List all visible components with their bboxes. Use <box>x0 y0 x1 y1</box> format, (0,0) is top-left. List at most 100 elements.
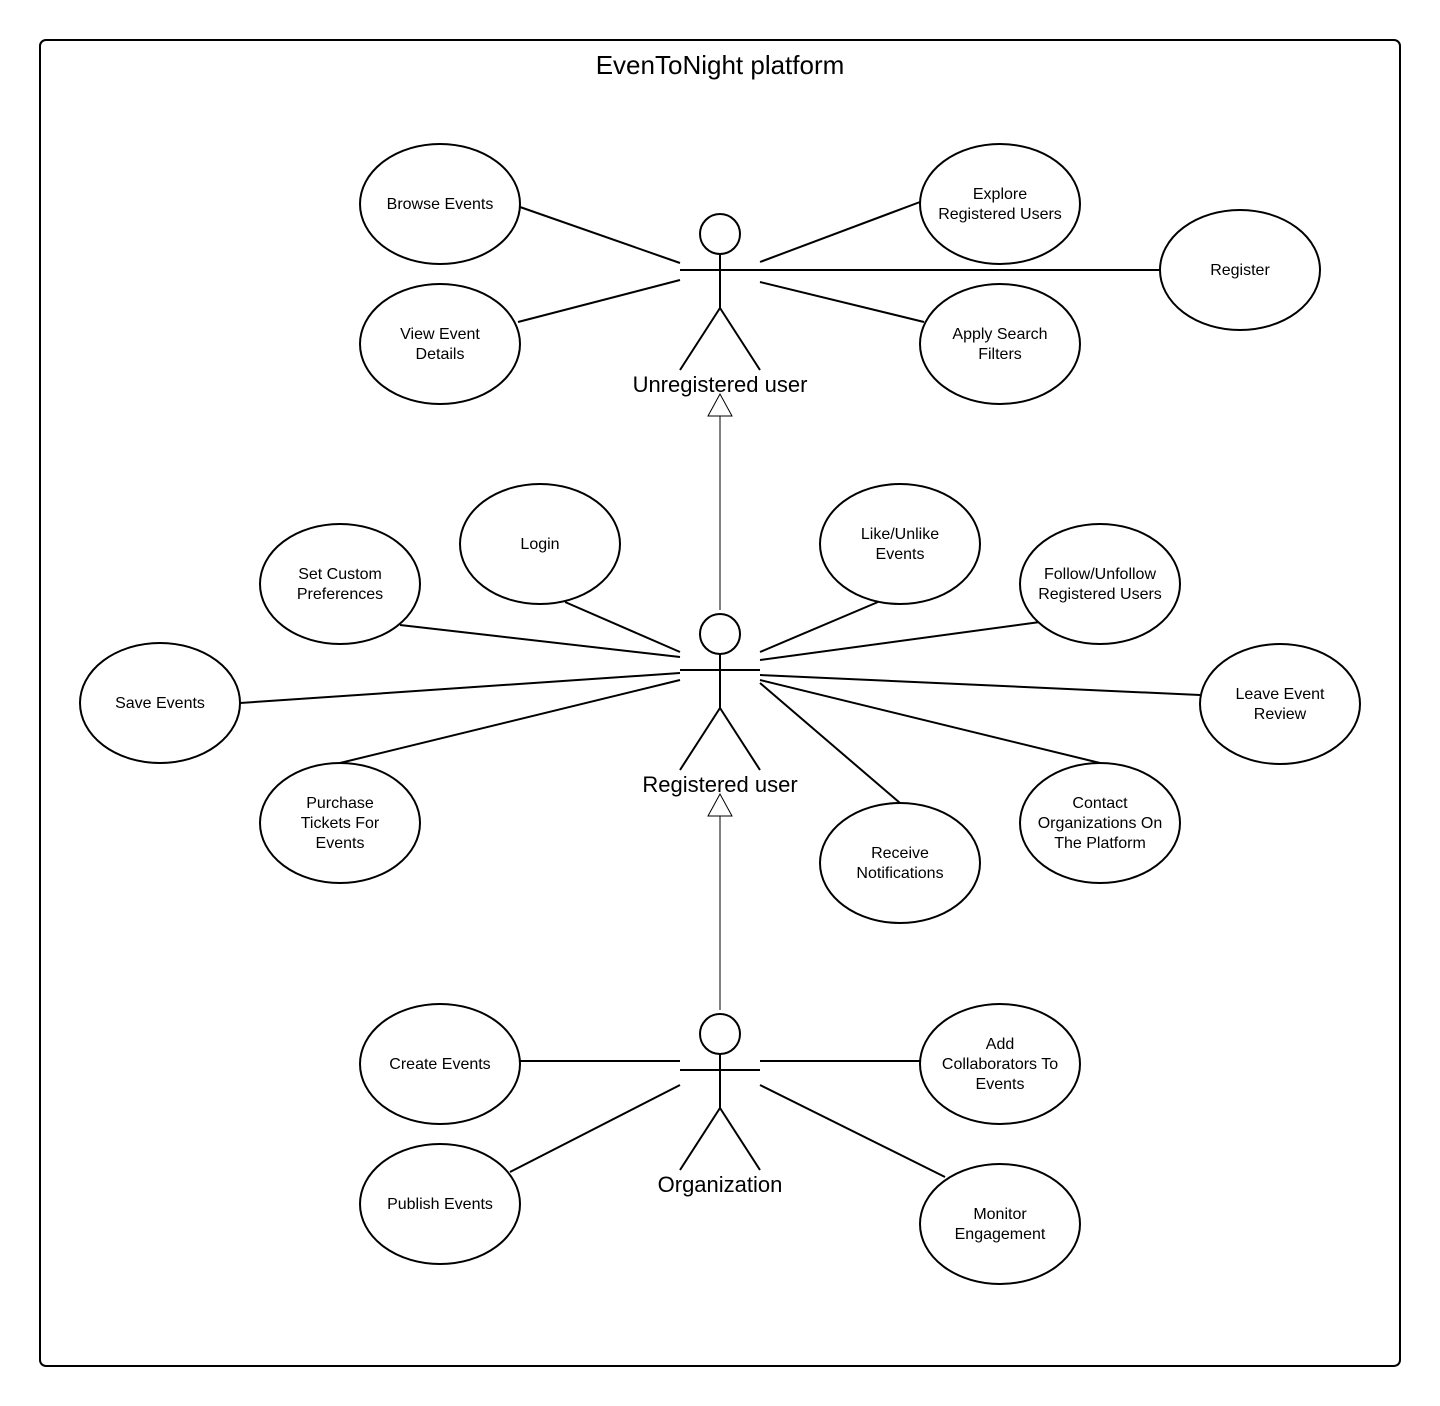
system-title: EvenToNight platform <box>596 50 845 80</box>
use-case-label: Events <box>876 546 925 563</box>
use-case-register: Register <box>1159 209 1321 331</box>
use-case-label: Preferences <box>297 586 383 603</box>
actor-label: Unregistered user <box>633 372 808 397</box>
association-contact-organizations <box>759 679 1101 764</box>
use-case-label: Receive <box>871 845 929 862</box>
actor-right-leg <box>719 707 761 771</box>
actor-organization: Organization <box>658 1013 783 1197</box>
use-case-ellipse <box>259 762 421 884</box>
use-case-label: Collaborators To <box>942 1056 1058 1073</box>
use-case-ellipse <box>919 143 1081 265</box>
association-login <box>564 601 681 653</box>
actor-left-leg <box>679 707 721 771</box>
actor-label: Organization <box>658 1172 783 1197</box>
use-case-label: The Platform <box>1054 835 1146 852</box>
use-case-label: Tickets For <box>301 815 380 832</box>
association-set-custom-preferences <box>399 624 681 658</box>
use-case-label: Login <box>520 536 559 553</box>
use-case-label: Save Events <box>115 695 205 712</box>
actor-left-leg <box>679 307 721 371</box>
use-case-label: Notifications <box>856 865 943 882</box>
use-case-label: Engagement <box>955 1226 1046 1243</box>
system-boundary <box>39 39 1401 1367</box>
generalization-arrowhead-registered-to-unregistered <box>707 392 733 417</box>
use-case-label: Explore <box>973 186 1027 203</box>
actor-right-leg <box>719 1107 761 1171</box>
use-case-ellipse <box>1159 209 1321 331</box>
actor-label: Registered user <box>642 772 797 797</box>
use-case-label: Leave Event <box>1236 686 1326 703</box>
use-case-ellipse <box>919 1003 1081 1125</box>
actor-head <box>699 1013 741 1055</box>
use-case-ellipse <box>359 1003 521 1125</box>
actor-left-leg <box>679 1107 721 1171</box>
use-case-label: Filters <box>978 346 1022 363</box>
use-case-ellipse <box>919 1163 1081 1285</box>
use-case-label: Contact <box>1072 795 1128 812</box>
use-case-label: Register <box>1210 262 1270 279</box>
actor-right-leg <box>719 307 761 371</box>
use-case-label: Apply Search <box>952 326 1047 343</box>
use-case-ellipse <box>1019 762 1181 884</box>
association-view-event-details <box>517 279 681 323</box>
actor-unregistered: Unregistered user <box>633 213 808 397</box>
association-monitor-engagement <box>759 1084 946 1178</box>
actor-registered: Registered user <box>642 613 798 797</box>
use-case-ellipse <box>359 143 521 265</box>
use-case-label: Organizations On <box>1038 815 1163 832</box>
use-case-label: Purchase <box>306 795 374 812</box>
use-case-label: View Event <box>400 326 480 343</box>
actor-head <box>699 213 741 255</box>
association-explore-registered-users <box>759 201 921 263</box>
generalization-arrowhead-organization-to-registered <box>707 792 733 817</box>
use-case-label: Follow/Unfollow <box>1044 566 1156 583</box>
use-case-ellipse <box>819 802 981 924</box>
use-case-label: Events <box>976 1076 1025 1093</box>
association-receive-notifications <box>759 682 901 804</box>
association-like-unlike-events <box>759 601 879 653</box>
use-case-ellipse <box>1019 523 1181 645</box>
use-case-publish-events: Publish Events <box>359 1143 521 1265</box>
use-case-create-events: Create Events <box>359 1003 521 1125</box>
use-case-label: Details <box>416 346 465 363</box>
association-follow-unfollow-users <box>759 621 1041 661</box>
generalizations <box>707 392 733 1010</box>
use-case-label: Set Custom <box>298 566 382 583</box>
use-case-label: Monitor <box>973 1206 1027 1223</box>
use-case-label: Events <box>316 835 365 852</box>
association-leave-event-review <box>759 674 1201 696</box>
association-purchase-tickets <box>339 679 681 764</box>
use-case-ellipse <box>1199 643 1361 765</box>
association-browse-events <box>519 206 681 264</box>
actor-head <box>699 613 741 655</box>
use-case-ellipse <box>819 483 981 605</box>
use-case-browse-events: Browse Events <box>359 143 521 265</box>
use-case-label: Create Events <box>389 1056 490 1073</box>
use-case-label: Registered Users <box>938 206 1062 223</box>
use-case-ellipse <box>459 483 621 605</box>
use-case-login: Login <box>459 483 621 605</box>
use-case-ellipse <box>259 523 421 645</box>
use-case-label: Registered Users <box>1038 586 1162 603</box>
use-case-label: Like/Unlike <box>861 526 939 543</box>
use-case-ellipse <box>79 642 241 764</box>
associations <box>239 201 1201 1178</box>
use-case-ellipse <box>359 1143 521 1265</box>
association-publish-events <box>509 1084 681 1173</box>
use-case-ellipse <box>359 283 521 405</box>
use-case-label: Publish Events <box>387 1196 493 1213</box>
